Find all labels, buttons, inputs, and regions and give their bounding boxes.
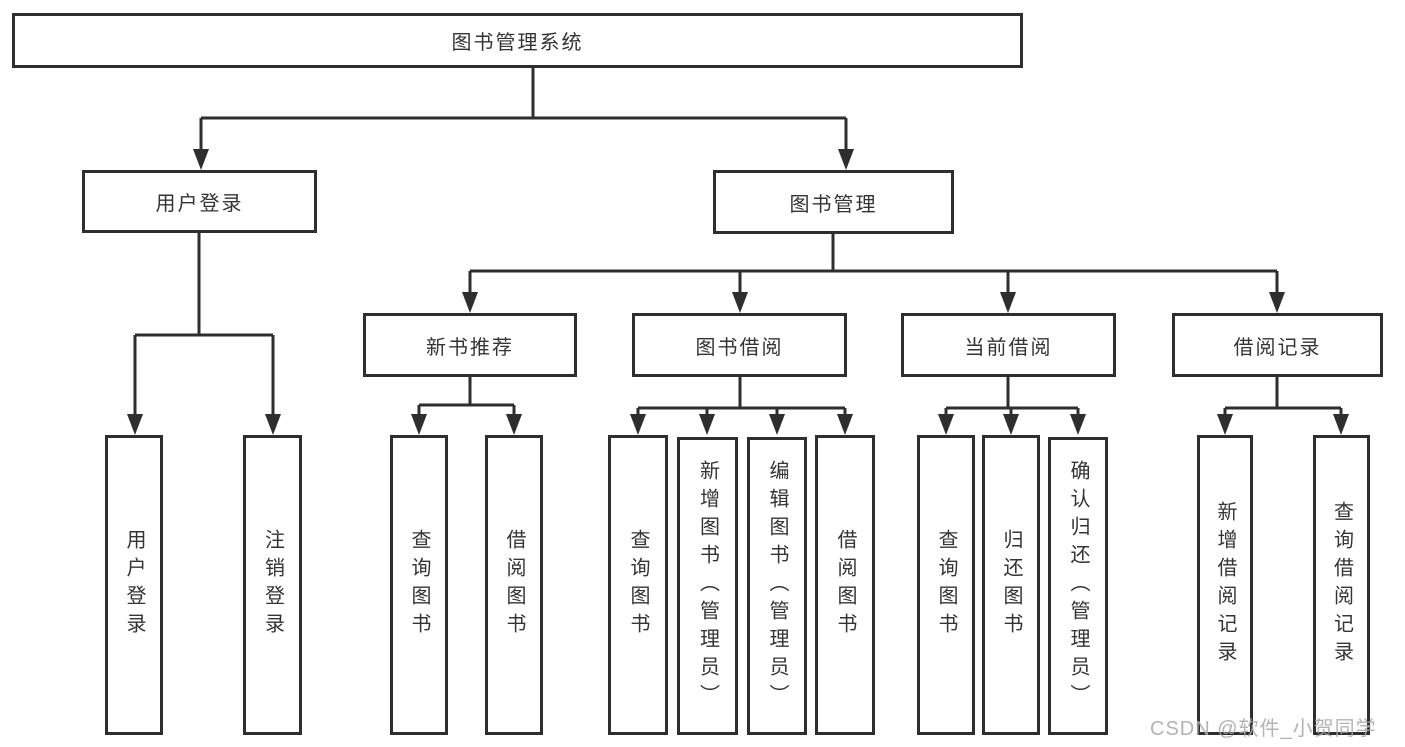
node-leaf-return-book-label: 归还图书: [1000, 529, 1022, 641]
node-book-borrow: 图书借阅: [632, 313, 847, 377]
node-leaf-edit-book-admin-label: 编辑图书（管理员）: [766, 460, 788, 712]
node-user-login: 用户登录: [82, 170, 317, 233]
node-leaf-borrow-book-recommend: 借阅图书: [485, 435, 543, 735]
node-user-login-label: 用户登录: [155, 193, 244, 215]
node-leaf-confirm-return-admin: 确认归还（管理员）: [1048, 437, 1108, 735]
node-leaf-query-book-current-label: 查询图书: [935, 529, 957, 641]
node-leaf-return-book: 归还图书: [982, 435, 1040, 735]
node-leaf-add-borrow-record-label: 新增借阅记录: [1214, 501, 1236, 669]
node-leaf-confirm-return-admin-label: 确认归还（管理员）: [1067, 460, 1089, 712]
node-borrow-records: 借阅记录: [1172, 313, 1383, 377]
node-leaf-add-borrow-record: 新增借阅记录: [1197, 435, 1253, 735]
node-current-borrow-label: 当前借阅: [964, 336, 1053, 359]
node-leaf-query-book-recommend: 查询图书: [390, 435, 448, 735]
node-root: 图书管理系统: [12, 13, 1023, 68]
node-leaf-add-book-admin: 新增图书（管理员）: [677, 437, 738, 735]
node-leaf-query-book-recommend-label: 查询图书: [408, 529, 430, 641]
node-leaf-query-borrow-record: 查询借阅记录: [1313, 435, 1370, 735]
node-root-label: 图书管理系统: [451, 32, 584, 54]
arrowheads: [127, 149, 1349, 435]
node-new-book-recommend: 新书推荐: [363, 313, 577, 377]
node-leaf-borrow-book-label: 借阅图书: [834, 529, 856, 641]
node-leaf-logout: 注销登录: [243, 435, 302, 735]
node-leaf-borrow-book: 借阅图书: [815, 435, 875, 735]
node-leaf-query-book-borrow: 查询图书: [608, 435, 668, 735]
node-leaf-edit-book-admin: 编辑图书（管理员）: [747, 437, 807, 735]
node-leaf-borrow-book-recommend-label: 借阅图书: [503, 529, 525, 641]
node-leaf-user-login-label: 用户登录: [123, 529, 145, 641]
node-leaf-query-book-borrow-label: 查询图书: [627, 529, 649, 641]
node-book-borrow-label: 图书借阅: [695, 336, 784, 359]
node-leaf-query-borrow-record-label: 查询借阅记录: [1330, 501, 1353, 669]
node-leaf-add-book-admin-label: 新增图书（管理员）: [696, 460, 719, 712]
node-book-management-label: 图书管理: [789, 193, 878, 216]
node-current-borrow: 当前借阅: [901, 313, 1116, 377]
node-leaf-query-book-current: 查询图书: [917, 435, 975, 735]
node-book-management: 图书管理: [713, 170, 954, 234]
csdn-watermark: CSDN @软件_小贺同学: [1150, 718, 1377, 740]
node-borrow-records-label: 借阅记录: [1233, 336, 1322, 359]
node-leaf-logout-label: 注销登录: [261, 529, 284, 641]
node-leaf-user-login: 用户登录: [105, 435, 163, 735]
node-new-book-recommend-label: 新书推荐: [426, 336, 514, 359]
